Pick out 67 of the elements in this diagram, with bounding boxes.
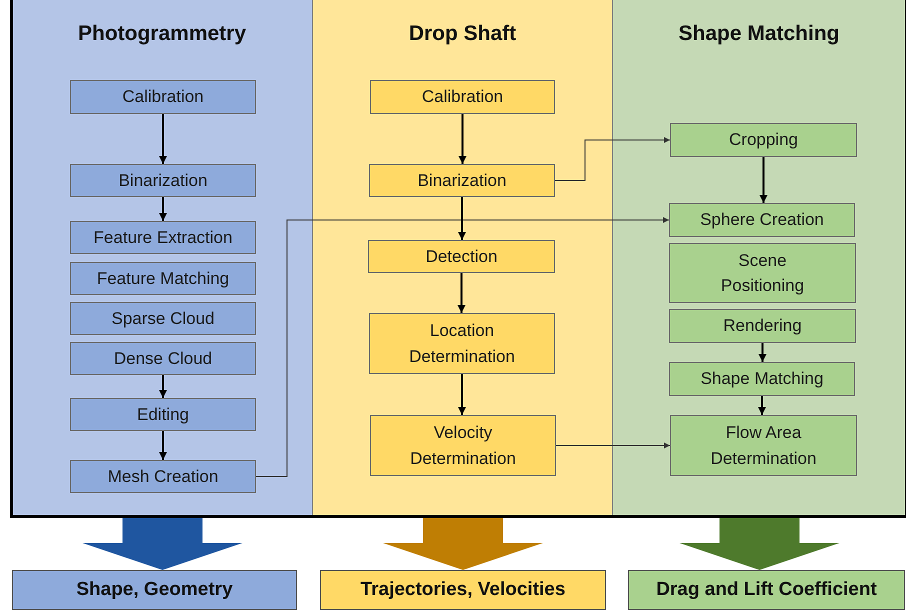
process-box [70,398,256,431]
process-box [669,362,855,396]
arrow [758,343,766,362]
result-box [12,570,297,610]
arrow [556,442,670,448]
arrow [159,375,167,398]
process-box [670,123,857,157]
column-heading: Photogrammetry [76,22,248,46]
process-box [669,203,855,237]
arrow [458,374,466,415]
arrow [159,114,167,164]
arrow [458,114,466,164]
box-label: Shape Matching [700,368,824,390]
arrow [256,217,670,477]
box-label: Sparse Cloud [111,308,214,330]
arrow [458,273,466,313]
process-box [670,415,857,476]
process-box [70,221,256,254]
arrow [159,431,167,460]
box-label: Location Determination [408,320,516,368]
box-label: Drag and Lift Coefficient [656,579,877,601]
process-box [369,164,555,197]
box-label: Rendering [723,315,802,338]
box-label: Scene Positioning [720,250,806,297]
box-label: Dense Cloud [114,348,212,370]
box-label: Velocity Determination [409,422,517,470]
block-arrow [82,518,242,570]
process-box [70,302,256,335]
block-arrow [680,518,840,570]
process-box [368,240,555,273]
column-heading: Shape Matching [677,22,841,46]
box-label: Sphere Creation [700,209,824,232]
column-heading: Drop Shaft [408,22,518,46]
arrow [159,197,167,221]
box-label: Feature Extraction [94,226,232,249]
process-box [70,460,256,493]
box-label: Flow Area Determination [710,422,818,470]
process-box [370,415,556,476]
process-box [669,309,856,343]
box-label: Calibration [122,86,204,108]
box-label: Mesh Creation [108,466,218,488]
box-label: Calibration [422,86,504,108]
process-box [70,80,256,114]
box-label: Binarization [418,170,506,192]
arrow [458,197,466,240]
process-box [669,243,856,303]
block-arrow [383,518,543,570]
process-box [370,80,555,114]
arrow [554,137,670,181]
box-label: Feature Matching [96,268,230,290]
result-box [320,570,606,610]
process-box [70,262,256,295]
column-panel [313,0,613,518]
process-box [70,164,256,197]
arrow [758,396,766,415]
box-label: Detection [426,246,498,268]
column-panel [12,0,313,518]
box-label: Cropping [729,129,798,152]
arrow [760,157,768,203]
result-box [628,570,905,610]
process-box [369,313,555,374]
box-label: Shape, Geometry [76,579,233,601]
box-label: Binarization [118,170,208,192]
box-label: Editing [137,404,189,426]
box-label: Trajectories, Velocities [360,579,566,601]
process-box [70,342,256,375]
column-panel [613,0,906,518]
